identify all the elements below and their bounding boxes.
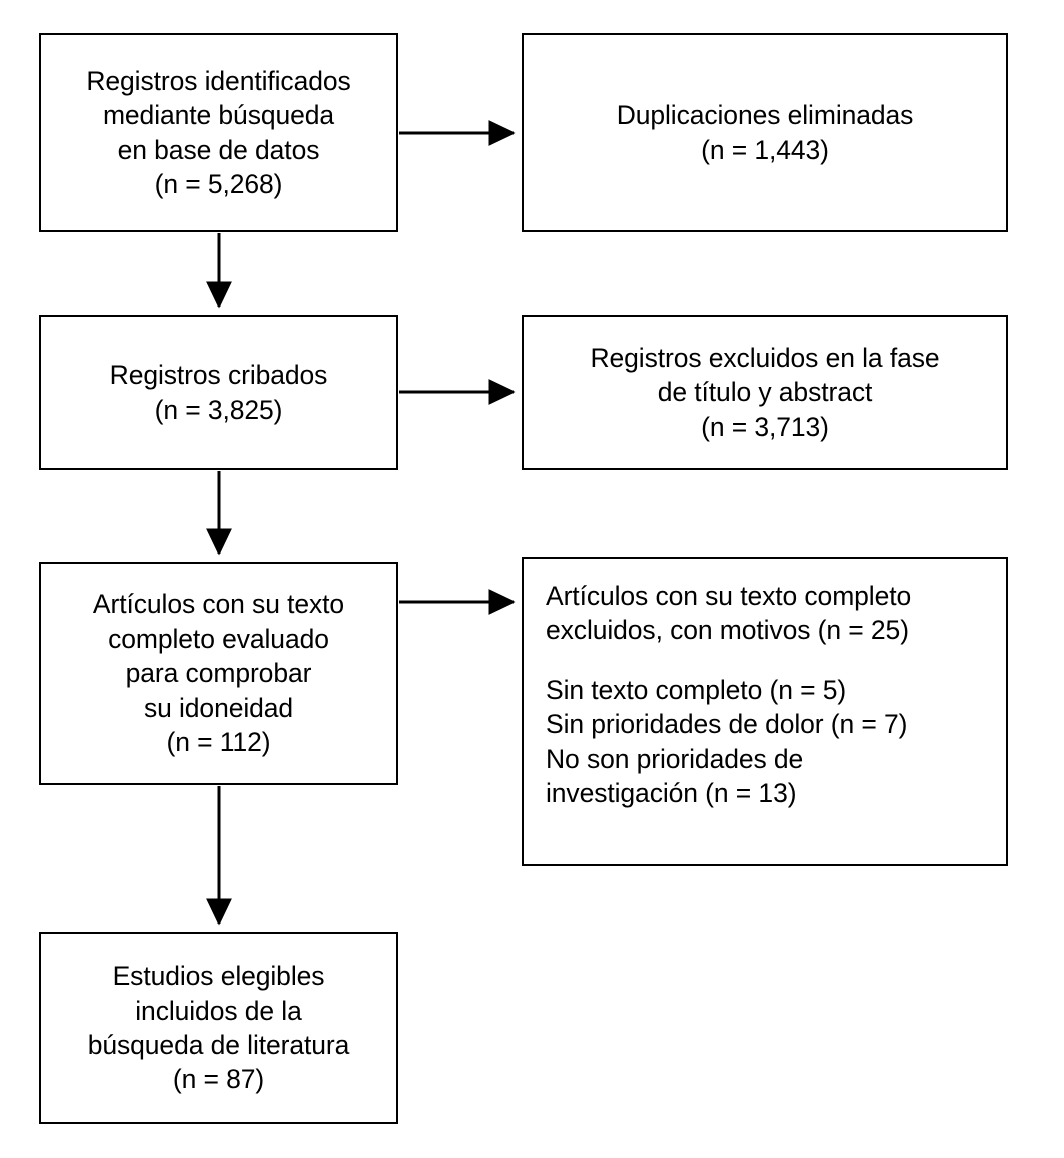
box-studies-included: Estudios elegibles incluidos de la búsqu… xyxy=(39,932,398,1124)
studies-included-count: (n = 87) xyxy=(172,1064,265,1095)
records-screened-line-1: Registros cribados xyxy=(109,360,328,391)
records-excluded-count: (n = 3,713) xyxy=(701,411,829,442)
box-fulltext-excluded-with-reasons: Artículos con su texto completo excluido… xyxy=(522,557,1008,866)
duplicates-removed-line-1: Duplicaciones eliminadas xyxy=(616,100,914,131)
studies-included-line-3: búsqueda de literatura xyxy=(87,1030,350,1060)
records-excluded-line-2: de título y abstract xyxy=(657,377,873,408)
box-fulltext-assessed: Artículos con su texto completo evaluado… xyxy=(39,562,398,785)
records-identified-line-1: Registros identificados xyxy=(86,65,351,96)
records-excluded-line-1: Registros excluidos en la fase xyxy=(590,342,940,373)
box-records-excluded-title-abstract: Registros excluidos en la fase de título… xyxy=(522,315,1008,470)
records-identified-line-2: mediante búsqueda xyxy=(102,100,335,131)
studies-included-line-2: incluidos de la xyxy=(135,995,302,1026)
studies-included-line-1: Estudios elegibles xyxy=(112,961,325,992)
box-records-screened: Registros cribados (n = 3,825) xyxy=(39,315,398,470)
duplicates-removed-count: (n = 1,443) xyxy=(701,134,829,165)
records-identified-line-3: en base de datos xyxy=(117,134,320,165)
fulltext-excluded-reason-1: Sin texto completo (n = 5) xyxy=(546,675,847,706)
fulltext-assessed-line-2: completo evaluado xyxy=(108,623,329,654)
records-screened-count: (n = 3,825) xyxy=(154,394,283,425)
fulltext-assessed-line-4: su idoneidad xyxy=(143,692,294,723)
fulltext-assessed-line-3: para comprobar xyxy=(125,658,312,689)
fulltext-assessed-line-1: Artículos con su texto xyxy=(92,589,345,620)
fulltext-excluded-reason-3b: investigación (n = 13) xyxy=(546,778,797,809)
fulltext-excluded-reason-2: Sin prioridades de dolor (n = 7) xyxy=(546,709,908,740)
fulltext-excluded-heading-line-2: excluidos, con motivos (n = 25) xyxy=(546,615,909,646)
records-identified-count: (n = 5,268) xyxy=(154,168,283,199)
box-records-identified: Registros identificados mediante búsqued… xyxy=(39,33,398,232)
fulltext-excluded-heading-line-1: Artículos con su texto completo xyxy=(546,581,912,611)
fulltext-assessed-count: (n = 112) xyxy=(166,727,271,758)
fulltext-excluded-reason-3a: No son prioridades de xyxy=(546,743,804,774)
box-duplicates-removed: Duplicaciones eliminadas (n = 1,443) xyxy=(522,33,1008,232)
